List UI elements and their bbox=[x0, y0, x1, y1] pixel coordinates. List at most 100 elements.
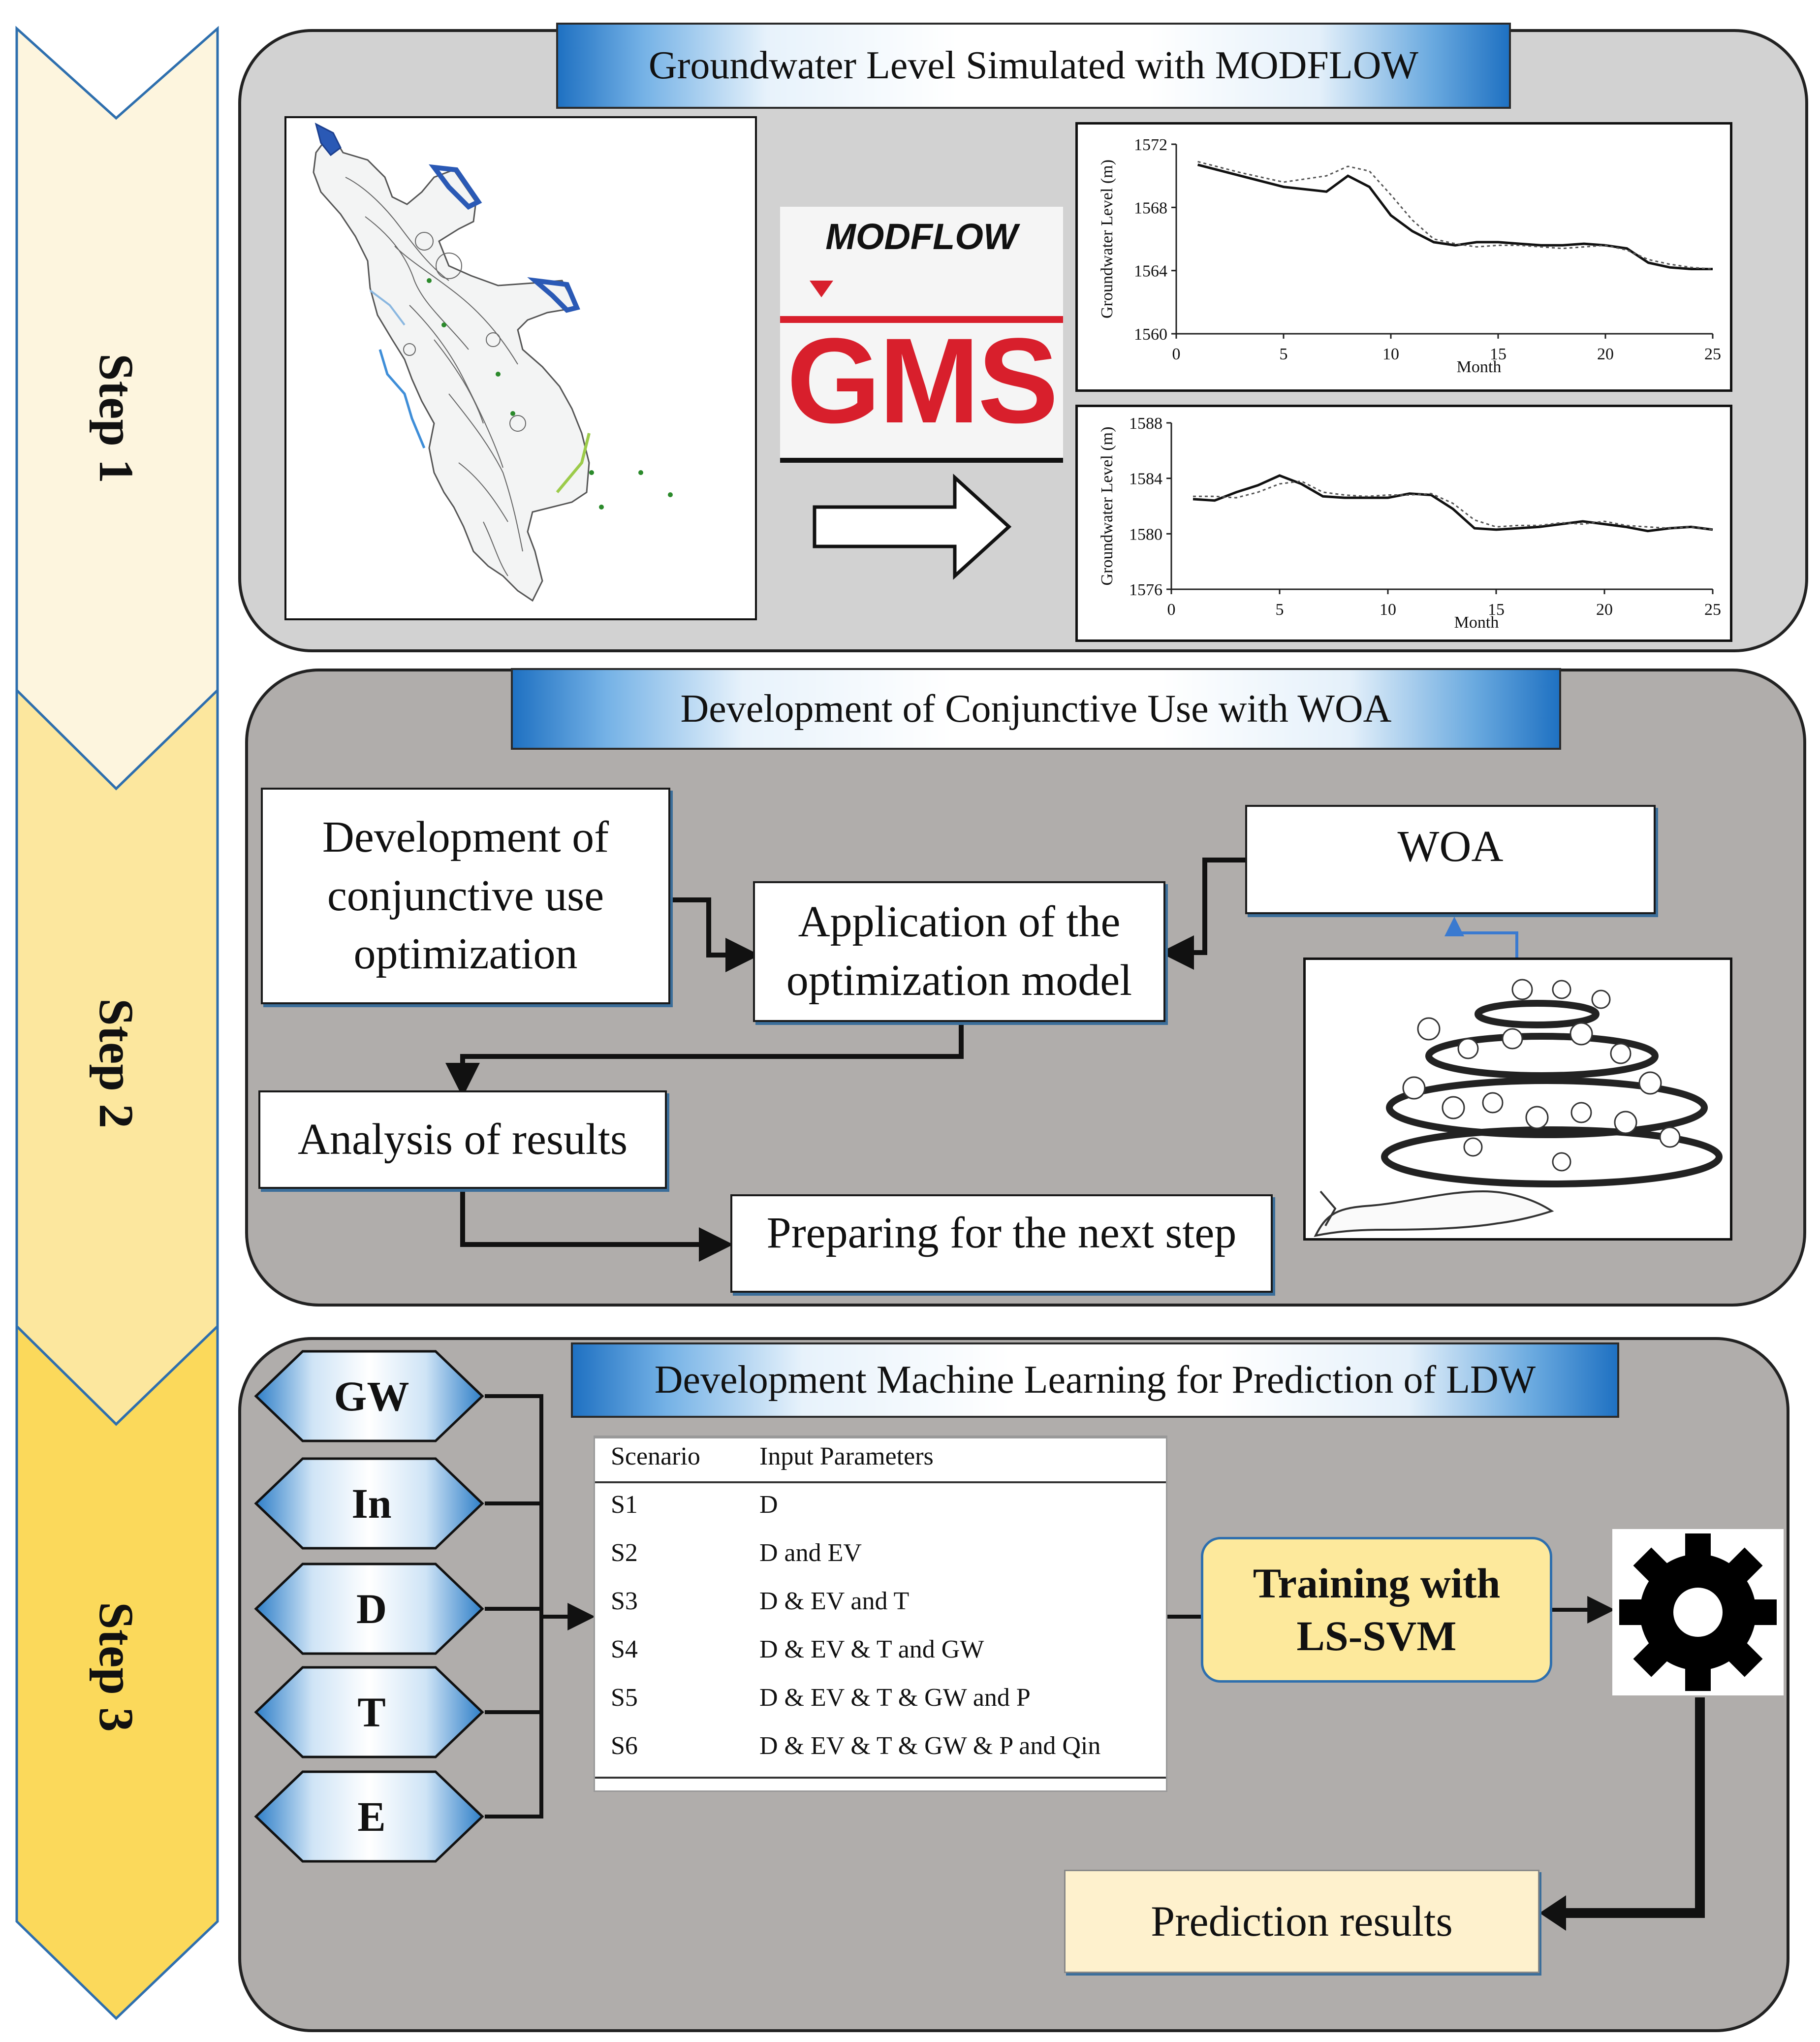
y-tick-label: 1560 bbox=[1134, 325, 1167, 344]
table-row: S5 D & EV & T & GW and P bbox=[611, 1683, 1152, 1723]
row-scenario: S3 bbox=[611, 1587, 638, 1615]
table-row: S4 D & EV & T and GW bbox=[611, 1635, 1152, 1674]
series-line-2 bbox=[1197, 160, 1713, 270]
analysis-box: Analysis of results bbox=[258, 1090, 667, 1189]
step2-title: Development of Conjunctive Use with WOA bbox=[511, 668, 1561, 750]
input-gw-label: GW bbox=[334, 1372, 409, 1420]
gms-logo: MODFLOW GMS bbox=[780, 207, 1063, 463]
series-line-1 bbox=[1197, 163, 1713, 270]
y-tick-label: 1588 bbox=[1129, 415, 1162, 433]
hex-gw bbox=[254, 1350, 484, 1442]
x-tick-label: 10 bbox=[1380, 601, 1396, 619]
table-header-top-rule bbox=[595, 1437, 1166, 1438]
y-axis-label: Groundwater Level (m) bbox=[1098, 427, 1116, 586]
step-arrows bbox=[15, 26, 219, 2020]
x-axis-label: Month bbox=[1457, 358, 1502, 376]
development-box-text: Development of conjunctive use optimizat… bbox=[322, 812, 609, 979]
row-inputs: D & EV & T & GW & P and Qin bbox=[759, 1732, 1101, 1760]
y-tick-label: 1576 bbox=[1129, 581, 1162, 599]
map-drawing bbox=[313, 123, 673, 602]
row-inputs: D & EV & T & GW and P bbox=[759, 1684, 1031, 1712]
input-hexagons bbox=[254, 1350, 484, 1863]
row-scenario: S6 bbox=[611, 1732, 638, 1760]
y-tick-label: 1568 bbox=[1134, 199, 1167, 217]
series-line-2 bbox=[1193, 480, 1713, 531]
x-tick-label: 0 bbox=[1167, 601, 1176, 619]
table-row: S6 D & EV & T & GW & P and Qin bbox=[611, 1731, 1152, 1771]
woa-box-text: WOA bbox=[1397, 822, 1504, 871]
x-tick-label: 25 bbox=[1704, 345, 1721, 363]
x-tick-label: 20 bbox=[1596, 601, 1613, 619]
y-tick-label: 1572 bbox=[1134, 136, 1167, 154]
gms-bottom-bar bbox=[780, 458, 1063, 463]
x-tick-label: 5 bbox=[1280, 345, 1288, 363]
whale-spiral-drawing bbox=[1314, 979, 1723, 1237]
arrow-whale-to-woa-head bbox=[1444, 917, 1464, 936]
input-d-label: D bbox=[356, 1585, 387, 1632]
step1-arrow bbox=[15, 26, 219, 791]
row-scenario: S5 bbox=[611, 1684, 638, 1712]
development-box: Development of conjunctive use optimizat… bbox=[261, 788, 670, 1004]
hex-e bbox=[254, 1770, 484, 1863]
table-row: S1 D bbox=[611, 1490, 1152, 1530]
row-inputs: D bbox=[759, 1491, 778, 1519]
step3-title: Development Machine Learning for Predict… bbox=[571, 1342, 1619, 1418]
arrow-whale-to-woa bbox=[1453, 921, 1518, 957]
table-row: S3 D & EV and T bbox=[611, 1587, 1152, 1626]
woa-box: WOA bbox=[1245, 805, 1656, 914]
x-tick-label: 15 bbox=[1488, 601, 1505, 619]
x-tick-label: 10 bbox=[1382, 345, 1399, 363]
gms-red-triangle bbox=[810, 281, 833, 297]
arrow-analysis-to-prep bbox=[460, 1186, 733, 1262]
table-header-inputs: Input Parameters bbox=[759, 1442, 934, 1470]
hex-t bbox=[254, 1666, 484, 1758]
x-tick-label: 20 bbox=[1597, 345, 1614, 363]
arrow-gear-to-prediction bbox=[1549, 1697, 1705, 1918]
row-inputs: D and EV bbox=[759, 1539, 862, 1567]
y-axis-label: Groundwater Level (m) bbox=[1098, 160, 1116, 319]
preparing-box-text: Preparing for the next step bbox=[766, 1209, 1237, 1257]
x-tick-label: 0 bbox=[1172, 345, 1181, 363]
arrow-dev-to-app bbox=[670, 897, 760, 972]
arrow-app-to-analysis bbox=[445, 1020, 964, 1097]
x-tick-label: 25 bbox=[1704, 601, 1721, 619]
row-inputs: D & EV and T bbox=[759, 1587, 910, 1615]
x-tick-label: 5 bbox=[1276, 601, 1284, 619]
arrow-woa-to-app bbox=[1160, 858, 1245, 970]
y-tick-label: 1584 bbox=[1129, 470, 1162, 488]
input-t-label: T bbox=[357, 1689, 386, 1736]
arrow-gear-to-prediction-head bbox=[1539, 1895, 1566, 1931]
training-box-text: Training with LS-SVM bbox=[1253, 1559, 1501, 1660]
table-header-scenario: Scenario bbox=[611, 1442, 700, 1470]
modflow-logo-text: MODFLOW bbox=[825, 216, 1018, 257]
gms-red-bar bbox=[780, 316, 1063, 323]
input-e-label: E bbox=[357, 1793, 386, 1840]
step1-title: Groundwater Level Simulated with MODFLOW bbox=[556, 23, 1511, 109]
hex-in bbox=[254, 1457, 484, 1550]
table-bottom-rule bbox=[595, 1777, 1166, 1779]
study-area-map bbox=[284, 116, 757, 620]
prediction-box: Prediction results bbox=[1064, 1870, 1539, 1973]
table-header-rule bbox=[595, 1481, 1166, 1483]
prediction-box-text: Prediction results bbox=[1151, 1897, 1453, 1946]
x-tick-label: 15 bbox=[1490, 345, 1506, 363]
input-bus bbox=[485, 1394, 543, 1819]
right-arrow-icon bbox=[813, 474, 1012, 580]
row-scenario: S1 bbox=[611, 1491, 638, 1519]
hex-d bbox=[254, 1563, 484, 1655]
table-row: S2 D and EV bbox=[611, 1538, 1152, 1578]
gms-logo-text: GMS bbox=[786, 313, 1058, 448]
row-inputs: D & EV & T and GW bbox=[759, 1635, 984, 1663]
x-axis-label: Month bbox=[1454, 613, 1499, 632]
y-tick-label: 1564 bbox=[1134, 262, 1167, 281]
preparing-box: Preparing for the next step bbox=[730, 1194, 1273, 1293]
application-box-text: Application of the optimization model bbox=[786, 897, 1132, 1005]
row-scenario: S4 bbox=[611, 1635, 638, 1663]
row-scenario: S2 bbox=[611, 1539, 638, 1567]
input-in-label: In bbox=[351, 1480, 392, 1527]
gear-icon bbox=[1612, 1529, 1784, 1695]
